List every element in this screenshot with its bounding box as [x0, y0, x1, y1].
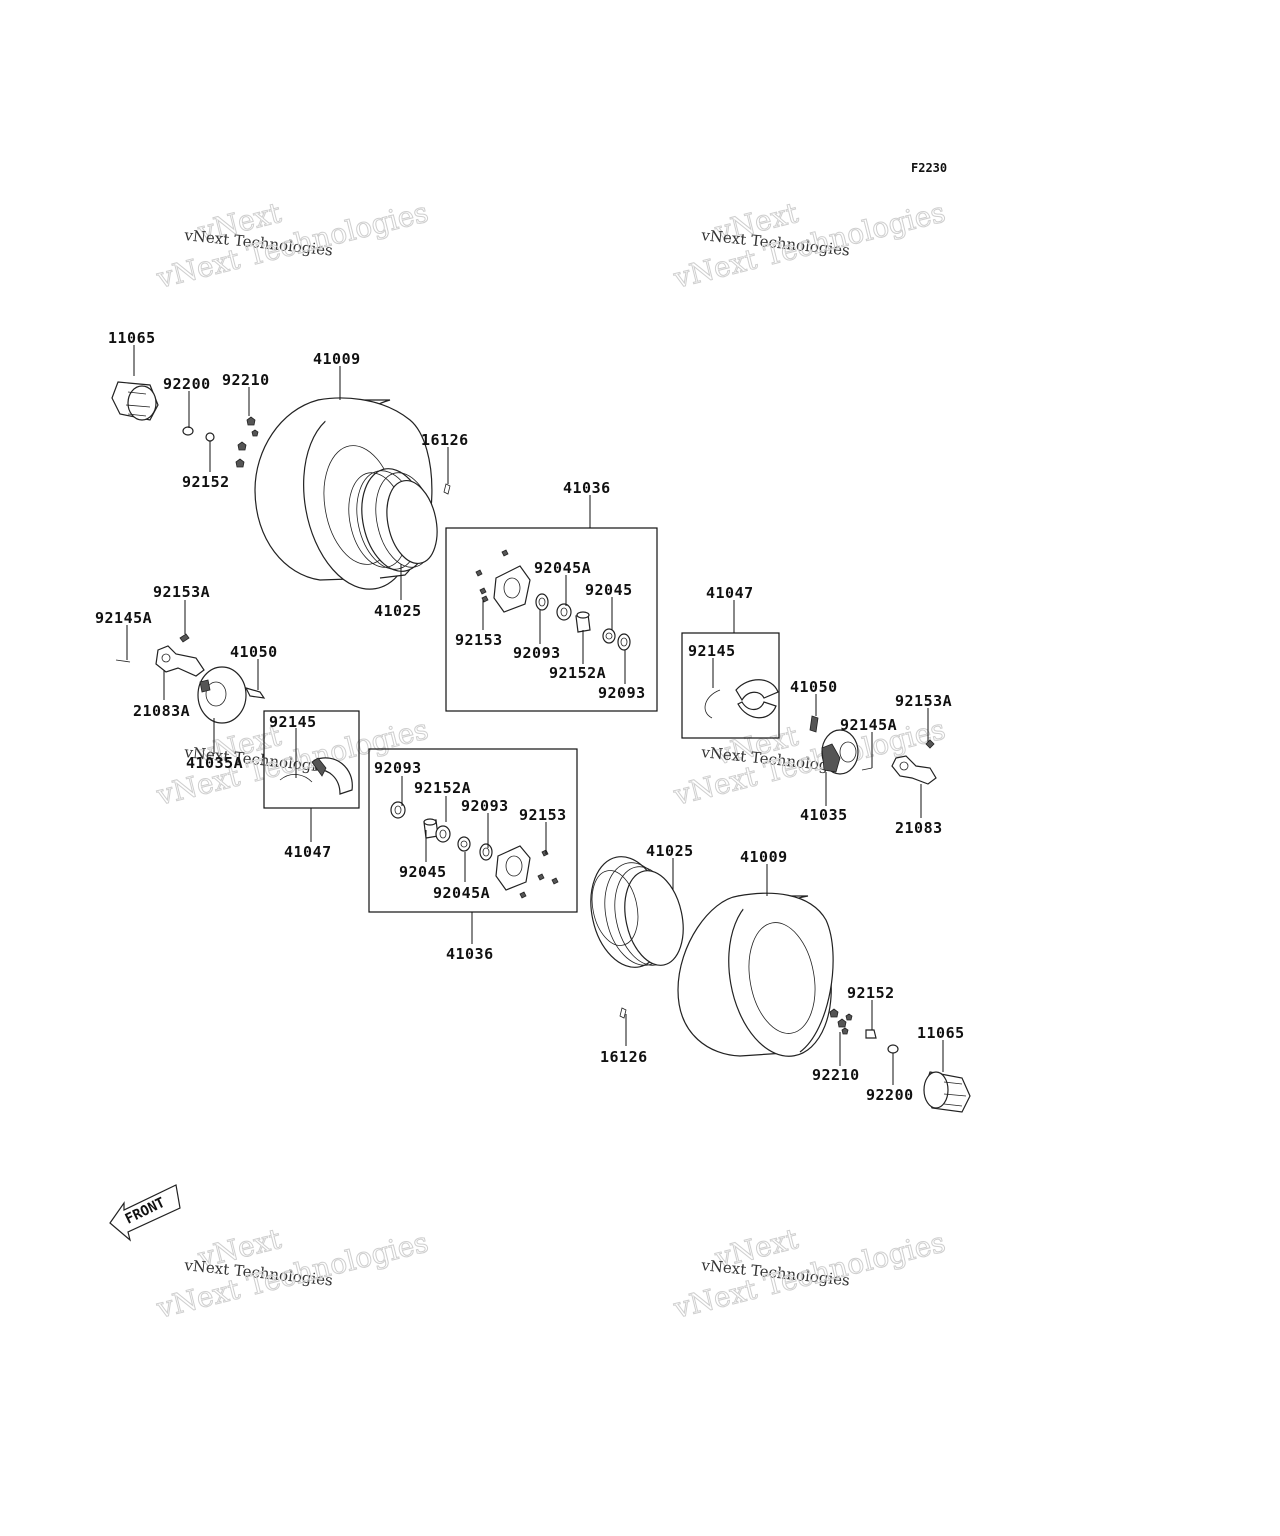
callout-label: 41025 [374, 602, 422, 620]
callout-label: 41035 [800, 806, 848, 824]
diagram-code: F2230 [911, 161, 947, 175]
callout-label: 41036 [563, 479, 611, 497]
tire-icon-bottom [677, 892, 834, 1057]
valve-icon [443, 483, 451, 495]
callout-label: 11065 [917, 1024, 965, 1042]
callout-label: 92200 [163, 375, 211, 393]
callout-label: 92152 [182, 473, 230, 491]
callout-label: 92152A [549, 664, 606, 682]
watermark-bottom-right: vNext vNext Technologies vNext Technolog… [669, 1221, 949, 1325]
leader-lines [126, 345, 944, 1085]
callout-label: 21083 [895, 819, 943, 837]
cable-clip-icon-right [809, 715, 819, 733]
bolt-icon [179, 633, 190, 643]
callout-labels: 11065 41009 92200 92210 92152 16126 4102… [95, 329, 965, 1104]
callout-label: 41009 [740, 848, 788, 866]
front-arrow-icon: FRONT [109, 1184, 181, 1242]
wheel-rim-icon [348, 468, 438, 572]
svg-text:vNext Technologies: vNext Technologies [153, 1225, 432, 1325]
hub-cap-icon-bottom [923, 1071, 971, 1113]
callout-label: 11065 [108, 329, 156, 347]
callout-label: 92093 [513, 644, 561, 662]
nut-icon-bottom [865, 1029, 877, 1039]
callout-label: 92145 [688, 642, 736, 660]
callout-label: 92210 [222, 371, 270, 389]
pin-icon-right [861, 767, 873, 771]
callout-label: 92200 [866, 1086, 914, 1104]
cable-clip-icon [244, 687, 266, 699]
watermark-top-right: vNext vNext Technologies vNext Technolog… [669, 195, 949, 296]
hub-kit-box-top [445, 527, 658, 712]
callout-label: 41047 [284, 843, 332, 861]
callout-label: 16126 [600, 1048, 648, 1066]
hub-kit-box-bottom [368, 748, 578, 913]
callout-label: 92093 [598, 684, 646, 702]
brake-panel-icon [197, 666, 247, 724]
hub-icon-bottom [495, 845, 559, 899]
wheel-nut-set-icon [235, 416, 259, 468]
callout-label: 92145A [95, 609, 152, 627]
bearing-icons-top [535, 593, 631, 651]
callout-label: 41025 [646, 842, 694, 860]
brake-lever-icon [155, 645, 205, 677]
watermark-top-left: vNext vNext Technologies vNext Technolog… [152, 195, 432, 296]
callout-label: 16126 [421, 431, 469, 449]
callout-label: 92045 [399, 863, 447, 881]
callout-label: 92045A [433, 884, 490, 902]
washer-icon [182, 426, 194, 436]
callout-label: 41050 [230, 643, 278, 661]
callout-label: 92145A [840, 716, 897, 734]
svg-text:vNext Technologies: vNext Technologies [670, 195, 949, 295]
brake-lever-icon-right [891, 755, 937, 785]
callout-label: 21083A [133, 702, 190, 720]
watermark-bottom-left: vNext vNext Technologies vNext Technolog… [152, 1221, 432, 1325]
pin-icon [115, 659, 131, 663]
callout-label: 92153A [153, 583, 210, 601]
brake-panel-icon-right [821, 729, 859, 775]
svg-text:vNext Technologies: vNext Technologies [153, 195, 432, 295]
hub-cap-icon [111, 381, 159, 421]
callout-label: 92153 [455, 631, 503, 649]
callout-label: 92093 [461, 797, 509, 815]
callout-label: 92145 [269, 713, 317, 731]
brake-shoe-kit-box-right [681, 632, 780, 739]
nut-icon [205, 432, 215, 442]
wheel-rim-icon-bottom [590, 856, 684, 968]
wheel-nut-set-icon-bottom [829, 1008, 853, 1035]
valve-icon-bottom [619, 1007, 627, 1019]
callout-label: 41009 [313, 350, 361, 368]
callout-label: 92152A [414, 779, 471, 797]
callout-label: 41047 [706, 584, 754, 602]
washer-icon-bottom [887, 1044, 899, 1054]
callout-label: 92152 [847, 984, 895, 1002]
callout-label: 41035A [186, 754, 243, 772]
callout-label: 41050 [790, 678, 838, 696]
svg-text:vNext Technologies: vNext Technologies [670, 1225, 949, 1325]
hub-icon [475, 549, 531, 613]
callout-label: 41036 [446, 945, 494, 963]
brake-shoe-icon [279, 757, 353, 795]
callout-label: 92045A [534, 559, 591, 577]
callout-label: 92153 [519, 806, 567, 824]
callout-label: 92210 [812, 1066, 860, 1084]
callout-label: 92153A [895, 692, 952, 710]
brake-shoe-icon-right [704, 679, 779, 719]
callout-label: 92093 [374, 759, 422, 777]
bearing-icons-bottom [390, 801, 493, 861]
callout-label: 92045 [585, 581, 633, 599]
